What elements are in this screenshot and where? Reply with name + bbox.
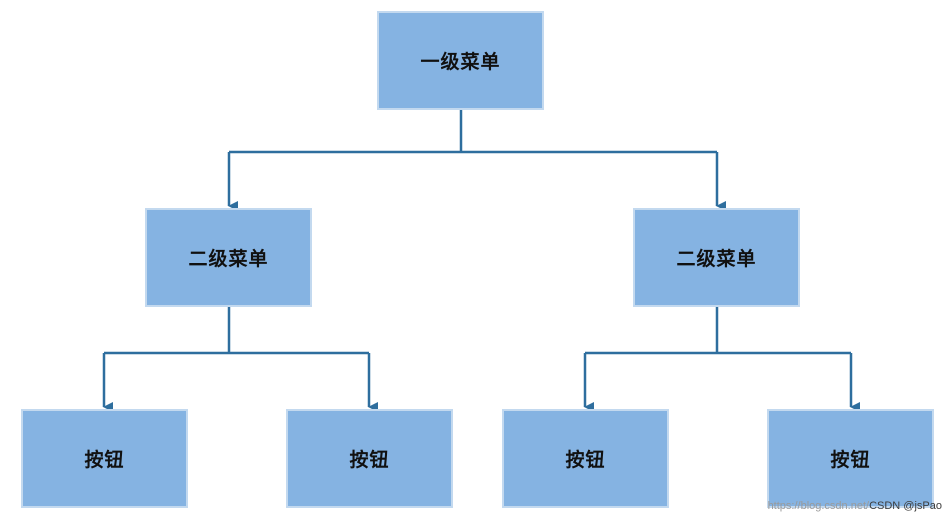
node-level2-menu-right: 二级菜单 (633, 208, 800, 307)
watermark-url: https://blog.csdn.net/ (767, 500, 870, 512)
node-level1-menu: 一级菜单 (377, 11, 544, 110)
node-level2-menu-left: 二级菜单 (145, 208, 312, 307)
watermark-brand: CSDN @jsPao (869, 500, 942, 512)
node-label: 按钮 (565, 449, 606, 471)
node-label: 二级菜单 (188, 248, 269, 270)
node-button-4: 按钮 (767, 409, 934, 508)
node-label: 按钮 (830, 449, 871, 471)
node-label: 按钮 (349, 449, 390, 471)
node-label: 按钮 (84, 449, 125, 471)
node-button-2: 按钮 (286, 409, 453, 508)
node-button-3: 按钮 (502, 409, 669, 508)
node-label: 一级菜单 (420, 51, 501, 73)
watermark: https://blog.csdn.net/CSDN @jsPao (768, 500, 942, 512)
node-button-1: 按钮 (21, 409, 188, 508)
node-label: 二级菜单 (676, 248, 757, 270)
